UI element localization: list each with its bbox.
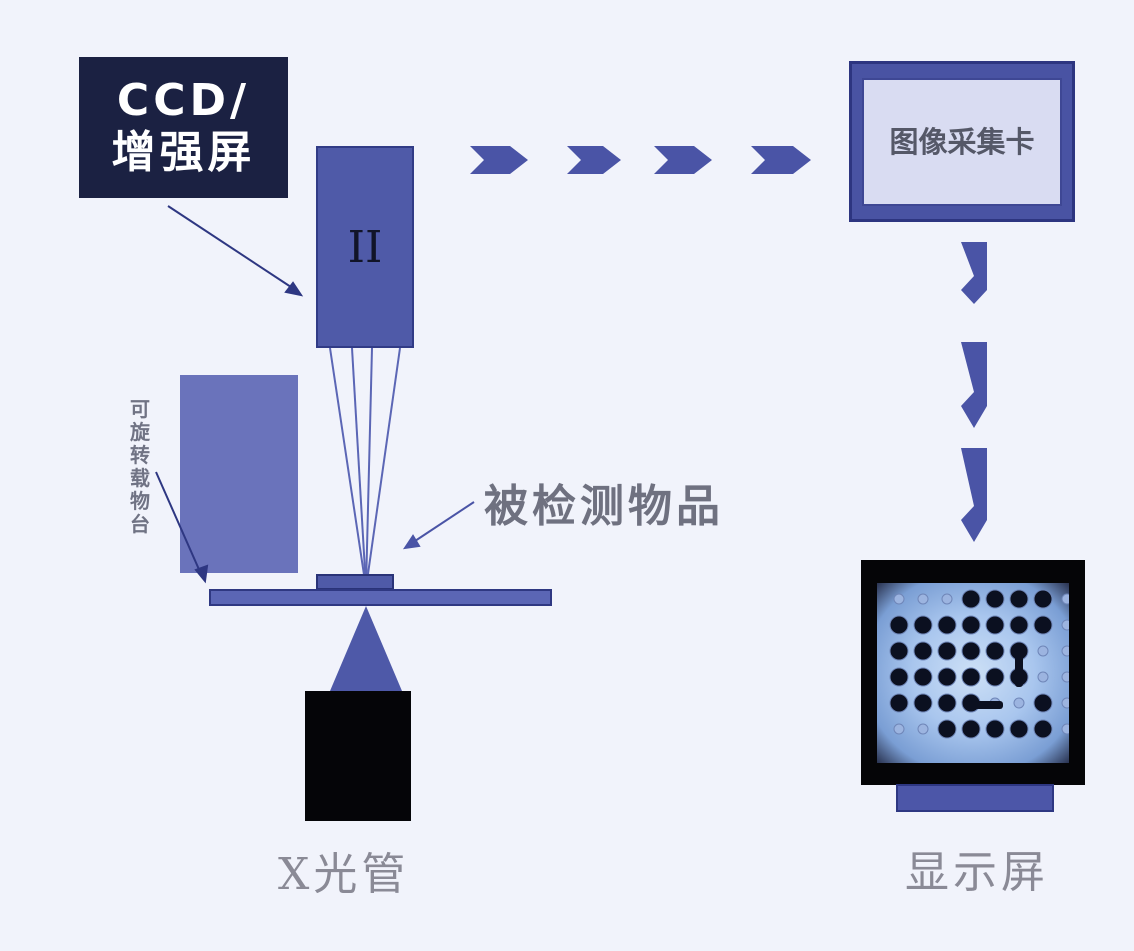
xray-bar xyxy=(1015,651,1023,687)
xray-dot xyxy=(889,693,909,713)
xray-dot xyxy=(937,693,957,713)
xray-dot xyxy=(889,667,909,687)
stage-platform xyxy=(209,589,552,606)
xray-dot xyxy=(961,719,981,739)
xray-dot xyxy=(961,667,981,687)
xray-dot xyxy=(1061,723,1069,735)
xray-dot xyxy=(1037,645,1049,657)
object-pointer-head xyxy=(402,534,421,550)
chevron-right-icon xyxy=(567,146,621,174)
ccd-pointer-line xyxy=(167,205,295,290)
xray-dot xyxy=(1037,671,1049,683)
ccd-intensifier-box: CCD/ 增强屏 xyxy=(79,57,288,198)
xray-dot xyxy=(1061,645,1069,657)
xray-dot xyxy=(913,667,933,687)
chevron-right-icon xyxy=(751,146,811,174)
xray-dot xyxy=(893,593,905,605)
xray-tube xyxy=(305,691,411,821)
beam-line xyxy=(351,347,367,589)
xray-dot xyxy=(985,641,1005,661)
xray-dot xyxy=(937,615,957,635)
rotary-stage-box xyxy=(180,375,298,573)
xray-bar xyxy=(967,701,1003,709)
stage-pointer-head xyxy=(194,564,209,584)
display-label: 显示屏 xyxy=(905,847,1049,898)
xray-dot xyxy=(889,615,909,635)
stage-label-char: 载 xyxy=(130,466,150,490)
xray-image-screen xyxy=(877,583,1069,763)
capture-card-label: 图像采集卡 xyxy=(862,78,1062,206)
xray-dot xyxy=(1033,615,1053,635)
object-pointer-line xyxy=(411,501,475,544)
xray-dot xyxy=(913,693,933,713)
xray-dot xyxy=(937,667,957,687)
chevron-down-icon xyxy=(961,448,987,542)
xray-dot xyxy=(985,719,1005,739)
image-intensifier-box: II xyxy=(316,146,414,348)
xray-dot xyxy=(1033,719,1053,739)
xray-dot xyxy=(889,641,909,661)
beam-line xyxy=(365,347,373,589)
object-label: 被检测物品 xyxy=(484,481,724,532)
xray-dot xyxy=(985,589,1005,609)
monitor-base xyxy=(896,784,1054,812)
chevron-down-icon xyxy=(961,242,987,304)
xray-image xyxy=(889,589,1069,739)
stage-label-char: 可 xyxy=(130,397,150,421)
xray-dot xyxy=(1013,697,1025,709)
chevron-down-icon xyxy=(961,342,987,428)
chevron-right-icon xyxy=(470,146,528,174)
inspected-object xyxy=(316,574,394,590)
xray-dot xyxy=(893,723,905,735)
xray-dot xyxy=(913,615,933,635)
xray-dot xyxy=(1061,697,1069,709)
xray-dot xyxy=(961,589,981,609)
xray-dot xyxy=(961,615,981,635)
xray-dot xyxy=(1009,589,1029,609)
stage-label-char: 旋 xyxy=(130,420,150,444)
xray-dot xyxy=(1033,693,1053,713)
xray-dot xyxy=(937,641,957,661)
xray-dot xyxy=(1033,589,1053,609)
chevron-right-icon xyxy=(654,146,712,174)
xray-dot xyxy=(937,719,957,739)
xray-dot xyxy=(1009,719,1029,739)
rotary-stage-label: 可 旋 转 载 物 台 xyxy=(128,398,152,536)
ccd-label-line1: CCD/ xyxy=(116,75,251,126)
stage-pointer-line xyxy=(155,471,202,575)
xray-dot xyxy=(1061,619,1069,631)
stage-label-char: 台 xyxy=(130,512,150,536)
beam-line xyxy=(329,347,367,589)
xray-cone xyxy=(330,606,402,691)
xray-dot xyxy=(1009,615,1029,635)
xray-dot xyxy=(985,667,1005,687)
xray-dot xyxy=(1061,593,1069,605)
stage-label-char: 转 xyxy=(130,443,150,467)
xray-dot xyxy=(917,723,929,735)
xray-dot xyxy=(985,615,1005,635)
xray-dot xyxy=(941,593,953,605)
ccd-pointer-head xyxy=(284,281,304,297)
ccd-label-line2: 增强屏 xyxy=(111,127,256,178)
xray-dot xyxy=(917,593,929,605)
xray-tube-label: X光管 xyxy=(278,849,410,900)
beam-line xyxy=(365,347,401,589)
xray-dot xyxy=(1061,671,1069,683)
xray-dot xyxy=(913,641,933,661)
stage-label-char: 物 xyxy=(130,489,150,513)
xray-dot xyxy=(961,641,981,661)
